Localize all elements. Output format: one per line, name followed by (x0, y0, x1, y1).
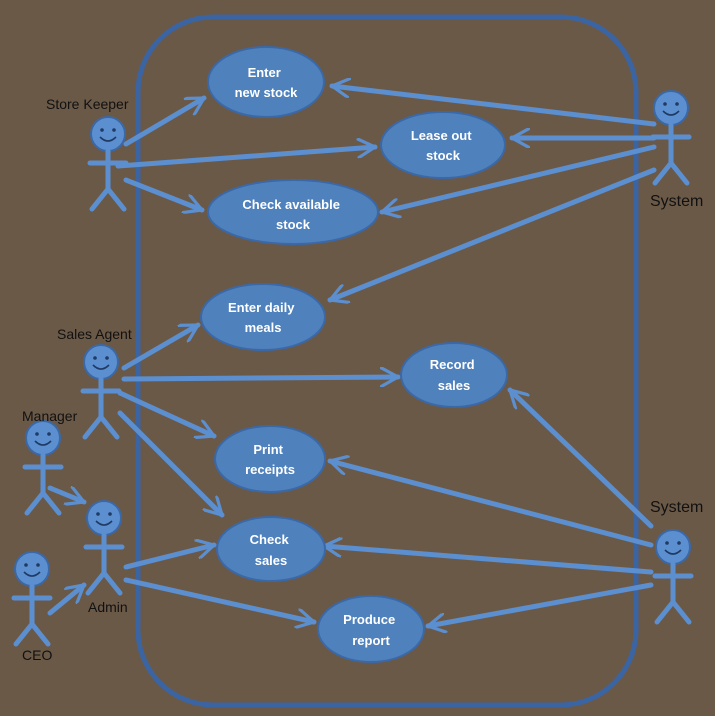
actor-sales-agent (80, 344, 122, 440)
use-case-label-line1: Print (253, 442, 283, 457)
actor-label-manager: Manager (22, 408, 78, 424)
use-case-label-line1: Record (430, 357, 475, 372)
use-case-label-line1: Produce (343, 612, 395, 627)
use-case-label-line1: Enter (248, 65, 281, 80)
connector-system-top-to-check-available-stock (382, 144, 657, 212)
svg-text:Check available stock: Check available stock (242, 197, 343, 232)
use-case-check-available-stock: Check available stock (207, 179, 379, 245)
connector-system-top-to-enter-new-stock (332, 86, 657, 127)
use-case-label-line1: Enter daily (228, 300, 295, 315)
use-case-lease-out-stock: Lease out stock (380, 111, 506, 179)
use-case-record-sales: Record sales (400, 342, 508, 408)
use-case-label-line2: stock (426, 148, 461, 163)
actor-label-system-bottom: System (650, 499, 703, 516)
actor-admin (83, 500, 125, 596)
use-case-label-line1: Check (250, 532, 290, 547)
use-case-label-line2: sales (438, 378, 471, 393)
actor-label-system-top: System (650, 193, 703, 210)
actor-system-bottom (652, 529, 694, 625)
connector-admin-to-check-sales (123, 545, 214, 570)
svg-text:Enter new stock: Enter new stock (235, 65, 299, 100)
connector-sales-agent-to-record-sales (121, 377, 401, 379)
use-case-produce-report: Produce report (317, 595, 425, 663)
actor-label-sales-agent: Sales Agent (57, 326, 132, 342)
use-case-label-line2: report (352, 633, 390, 648)
use-case-label-line1: Lease out (411, 128, 472, 143)
actor-layer (11, 90, 694, 647)
actor-manager (22, 420, 64, 516)
use-case-check-sales: Check sales (216, 516, 326, 582)
use-case-print-receipts: Print receipts (214, 425, 326, 493)
svg-text:Record sales: Record sales (430, 357, 478, 393)
connector-store-keeper-to-check-available-stock (123, 177, 202, 210)
actor-store-keeper (87, 116, 129, 212)
connector-sales-agent-to-print-receipts (117, 390, 214, 436)
use-case-enter-new-stock: Enter new stock (207, 46, 325, 118)
connector-system-top-to-enter-daily-meals (330, 167, 657, 300)
svg-text:Print receipts: Print receipts (245, 442, 295, 477)
use-case-label-line2: new stock (235, 85, 299, 100)
use-case-label-line1: Check available (242, 197, 340, 212)
actor-label-admin: Admin (88, 599, 128, 615)
actor-label-store-keeper: Store Keeper (46, 96, 129, 112)
connector-system-bottom-to-produce-report (428, 582, 654, 626)
actor-ceo (11, 551, 53, 647)
connector-system-bottom-to-record-sales (507, 387, 654, 529)
connector-system-bottom-to-print-receipts (330, 461, 654, 548)
connector-store-keeper-to-enter-new-stock (123, 95, 204, 147)
connector-system-bottom-to-check-sales (324, 546, 654, 575)
connector-store-keeper-to-lease-out-stock (115, 147, 375, 169)
use-case-label-line2: meals (245, 320, 282, 335)
actor-system-top (650, 90, 692, 186)
svg-text:Lease out stock: Lease out stock (411, 128, 475, 163)
connector-ceo-to-admin (47, 582, 84, 616)
use-case-label-line2: stock (276, 217, 311, 232)
svg-text:Check sales: Check sales (250, 532, 293, 568)
use-case-enter-daily-meals: Enter daily meals (200, 283, 326, 351)
connector-manager-to-admin (47, 485, 84, 502)
connector-sales-agent-to-enter-daily-meals (121, 322, 198, 371)
actor-label-ceo: CEO (22, 647, 52, 663)
svg-text:Enter daily meals: Enter daily meals (228, 300, 298, 335)
svg-text:Produce report: Produce report (343, 612, 399, 648)
use-case-label-line2: sales (255, 553, 288, 568)
connector-layer (47, 86, 657, 626)
connector-sales-agent-to-check-sales (117, 410, 225, 518)
use-case-label-line2: receipts (245, 462, 295, 477)
connector-admin-to-produce-report (123, 577, 314, 622)
